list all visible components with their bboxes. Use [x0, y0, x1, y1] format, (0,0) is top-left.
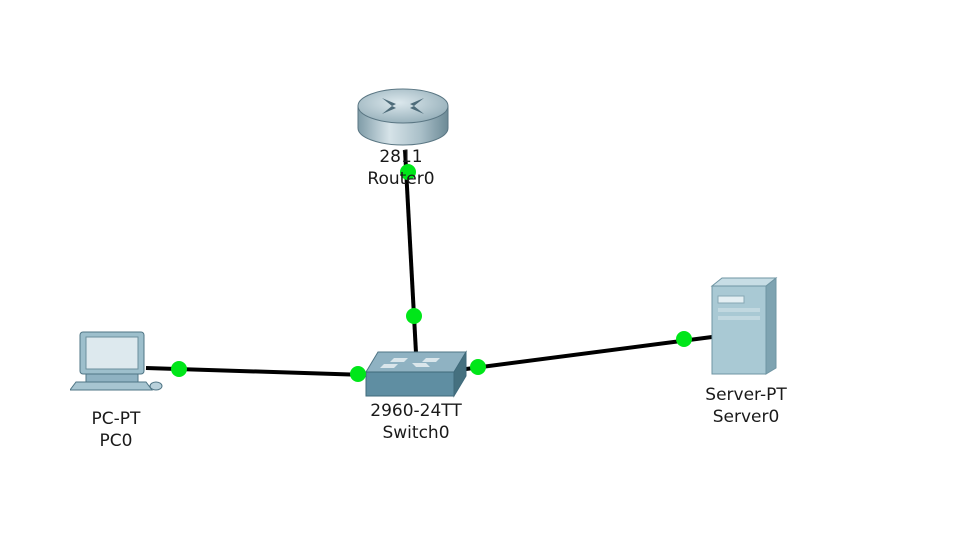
switch-name: Switch0 [382, 423, 450, 443]
link-status-dot [406, 308, 422, 324]
link-switch-server[interactable] [465, 335, 713, 371]
server-name: Server0 [712, 407, 780, 427]
link-status-dot [676, 331, 692, 347]
router-name: Router0 [367, 169, 435, 189]
pc-label: PC-PT PC0 [66, 408, 166, 452]
pc-device[interactable] [70, 330, 166, 396]
switch-label: 2960-24TT Switch0 [346, 400, 486, 444]
server-label: Server-PT Server0 [676, 384, 816, 428]
router-model: 2811 [379, 147, 423, 167]
router-label: 2811 Router0 [346, 146, 456, 190]
link-status-dot [171, 361, 187, 377]
switch-model: 2960-24TT [370, 401, 462, 421]
router-device[interactable] [352, 84, 454, 148]
switch-icon [365, 350, 467, 398]
link-status-dot [350, 366, 366, 382]
pc-model: PC-PT [91, 409, 141, 429]
pc-name: PC0 [99, 431, 133, 451]
link-status-dot [400, 164, 416, 180]
server-model: Server-PT [705, 385, 787, 405]
server-icon [710, 276, 778, 375]
link-status-dot [470, 359, 486, 375]
switch-device[interactable] [364, 350, 468, 402]
router-icon [357, 88, 449, 146]
pc-icon [70, 331, 163, 391]
server-device[interactable] [708, 276, 780, 378]
